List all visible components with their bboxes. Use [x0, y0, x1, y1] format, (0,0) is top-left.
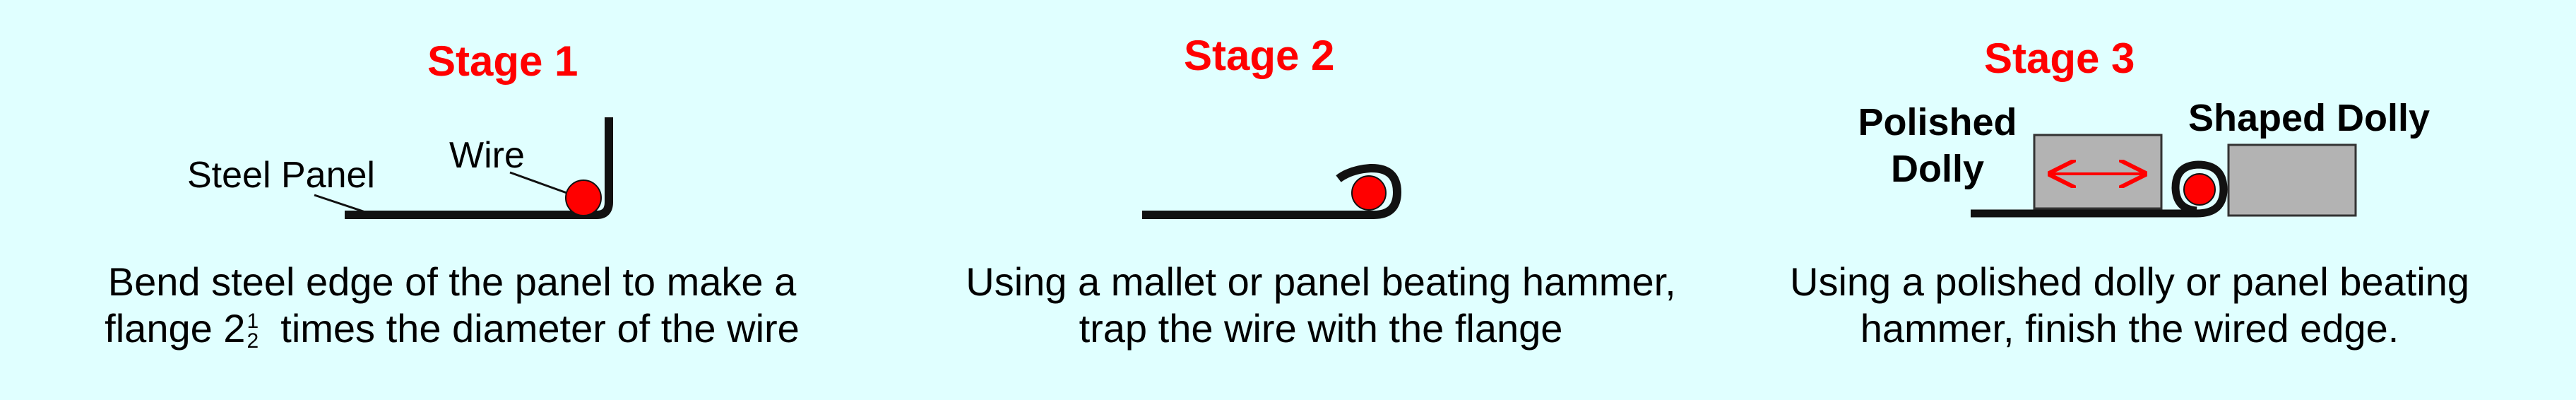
- shaped-dolly: [2227, 143, 2357, 217]
- stage-3-wire: [2183, 173, 2216, 206]
- polished-dolly-label-line1: Polished: [1858, 101, 2017, 143]
- stage-3-caption-line1: Using a polished dolly or panel beating: [1790, 259, 2469, 304]
- steel-panel-leader-line: [314, 194, 366, 213]
- stage-3-drawing: [1971, 134, 2357, 218]
- steel-panel-label: Steel Panel: [187, 155, 375, 196]
- stage-2-caption-line1: Using a mallet or panel beating hammer,: [966, 259, 1676, 304]
- stage-1-caption-line2-suffix: times the diameter of the wire: [280, 306, 800, 351]
- wire-label: Wire: [449, 135, 525, 176]
- stage-1-wire: [565, 180, 602, 216]
- wire-leader-line: [509, 171, 571, 196]
- stage-1-title: Stage 1: [427, 37, 578, 85]
- stage-1-caption-line2-prefix: flange 2: [105, 306, 246, 351]
- stage-2-caption-line2: trap the wire with the flange: [1079, 306, 1563, 351]
- stage-2-steel-panel: [1142, 164, 1401, 219]
- polished-dolly-label: Polished Dolly: [1842, 99, 2033, 192]
- polished-dolly-label-line2: Dolly: [1890, 148, 1985, 190]
- fraction-denominator: 2: [247, 329, 259, 353]
- stage-1-caption: Bend steel edge of the panel to make a f…: [64, 259, 841, 352]
- stage-3-caption-line2: hammer, finish the wired edge.: [1860, 306, 2399, 351]
- stage-1-steel-panel: [345, 117, 613, 219]
- stage-2-caption: Using a mallet or panel beating hammer, …: [911, 259, 1731, 352]
- stage-3-steel-panel: [1971, 160, 2228, 218]
- shaped-dolly-label: Shaped Dolly: [2188, 97, 2430, 139]
- polished-dolly: [2033, 134, 2163, 210]
- stage-1-caption-line1: Bend steel edge of the panel to make a: [107, 259, 797, 304]
- stage-2-title: Stage 2: [1184, 32, 1335, 79]
- stage-2-wire: [1351, 175, 1387, 211]
- stage-3-title: Stage 3: [1984, 35, 2135, 82]
- stage-3-caption: Using a polished dolly or panel beating …: [1723, 259, 2536, 352]
- fraction-numerator: 1: [247, 310, 259, 334]
- stage-2-drawing: [1142, 164, 1401, 219]
- stage-1-drawing: [314, 117, 613, 219]
